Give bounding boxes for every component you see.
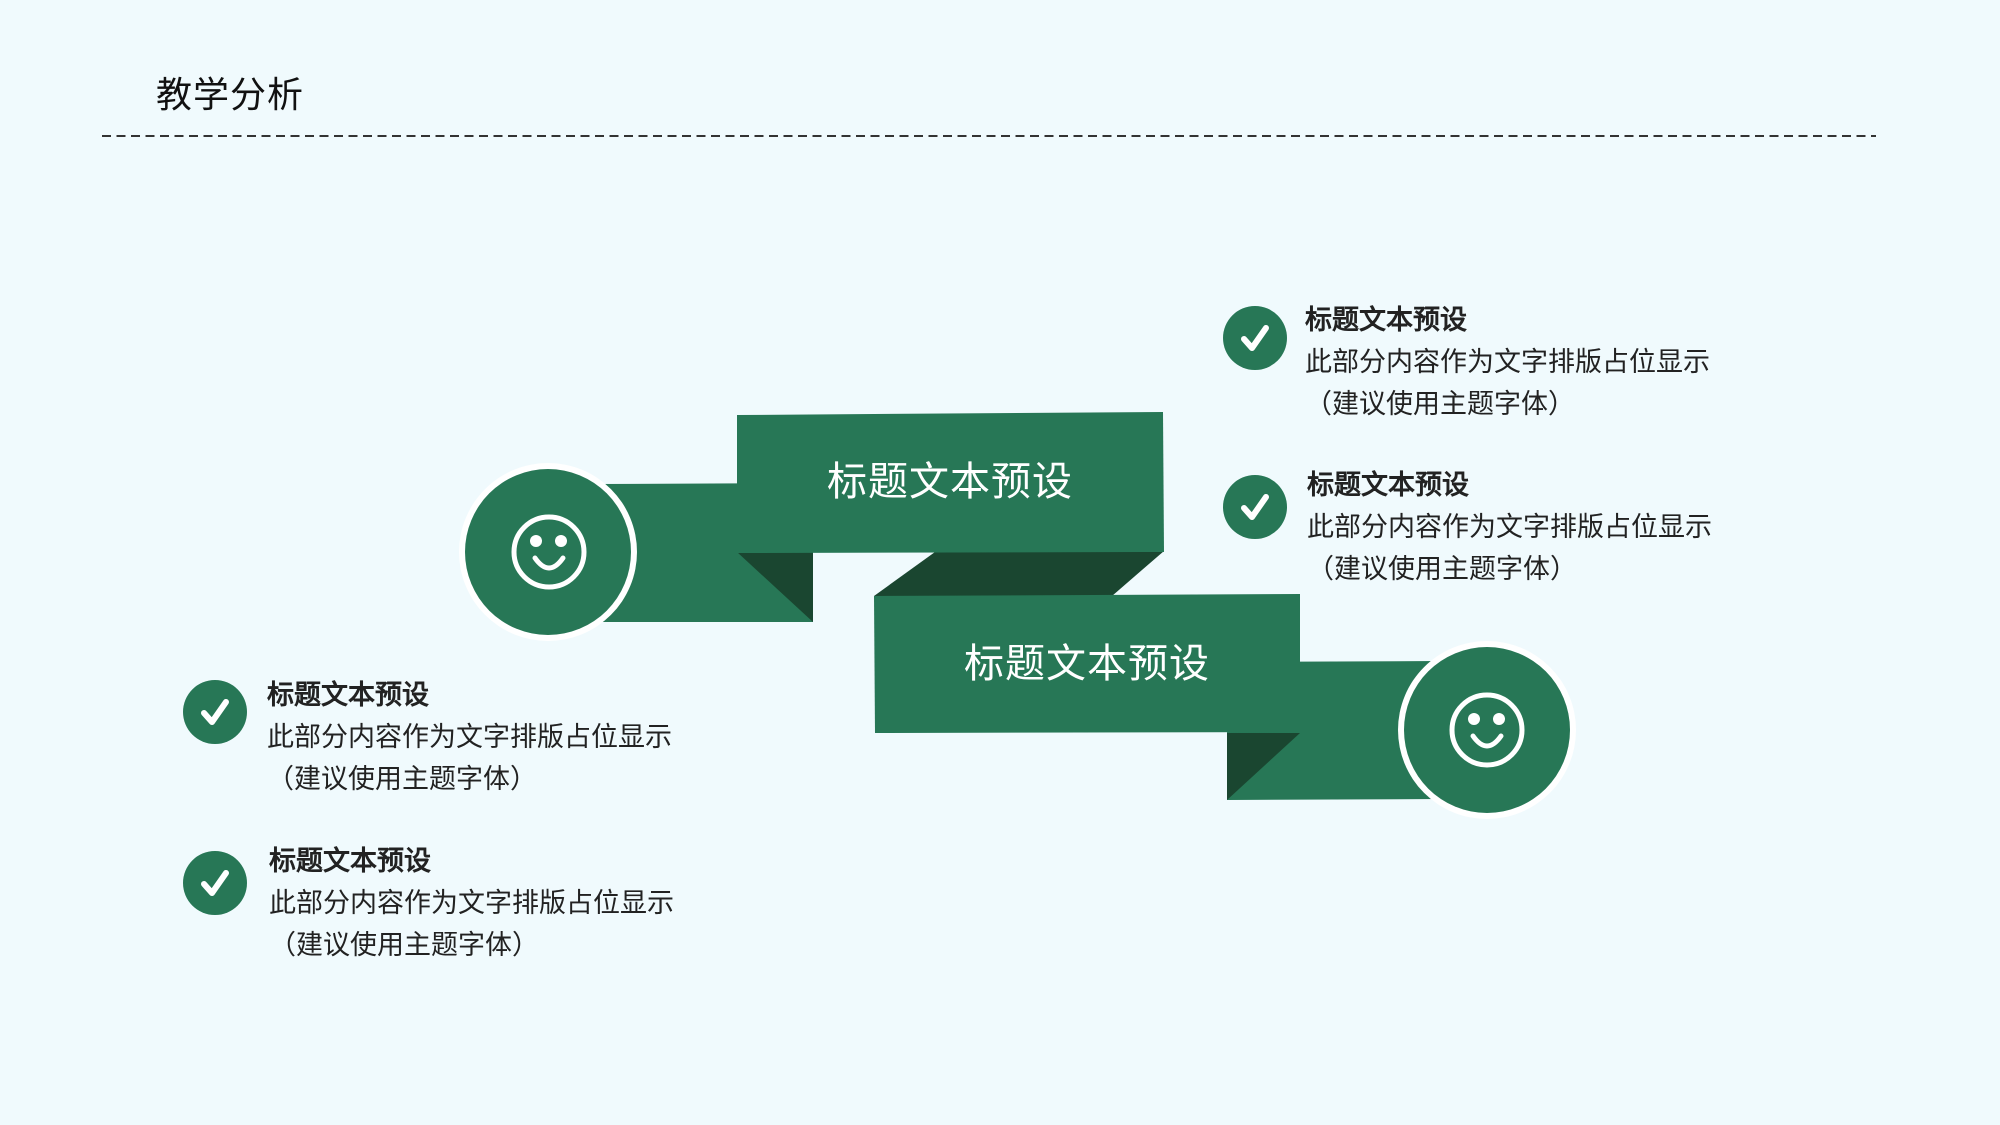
item-description: 此部分内容作为文字排版占位显示 (1307, 512, 1712, 543)
list-item: 标题文本预设 此部分内容作为文字排版占位显示 （建议使用主题字体） (1223, 465, 1783, 595)
item-note: （建议使用主题字体） (1305, 389, 1575, 420)
upper-banner-title: 标题文本预设 (827, 459, 1073, 505)
item-description: 此部分内容作为文字排版占位显示 (1305, 347, 1710, 378)
list-item: 标题文本预设 此部分内容作为文字排版占位显示 （建议使用主题字体） (183, 841, 743, 971)
check-icon (183, 851, 247, 915)
lower-banner-title: 标题文本预设 (964, 641, 1210, 687)
item-title: 标题文本预设 (1307, 470, 1469, 501)
smiley-icon (1449, 692, 1525, 768)
lower-banner-shape (874, 594, 1300, 733)
left-circle-badge (459, 463, 637, 641)
right-circle-badge (1398, 641, 1576, 819)
list-item: 标题文本预设 此部分内容作为文字排版占位显示 （建议使用主题字体） (183, 675, 743, 805)
item-title: 标题文本预设 (1305, 305, 1467, 336)
item-note: （建议使用主题字体） (1307, 554, 1577, 585)
item-description: 此部分内容作为文字排版占位显示 (267, 722, 672, 753)
item-note: （建议使用主题字体） (269, 930, 539, 961)
center-fold-shadow (874, 551, 1164, 596)
check-icon (1223, 475, 1287, 539)
item-title: 标题文本预设 (269, 846, 431, 877)
item-note: （建议使用主题字体） (267, 764, 537, 795)
list-item: 标题文本预设 此部分内容作为文字排版占位显示 （建议使用主题字体） (1223, 300, 1783, 430)
smiley-icon (511, 514, 587, 590)
right-fold-shadow (1227, 733, 1300, 800)
page-title: 教学分析 (156, 75, 305, 116)
upper-banner-shape (737, 412, 1164, 553)
left-fold-shadow (737, 552, 813, 622)
item-title: 标题文本预设 (267, 680, 429, 711)
check-icon (1223, 306, 1287, 370)
dashed-divider (102, 135, 1876, 137)
check-icon (183, 680, 247, 744)
item-description: 此部分内容作为文字排版占位显示 (269, 888, 674, 919)
